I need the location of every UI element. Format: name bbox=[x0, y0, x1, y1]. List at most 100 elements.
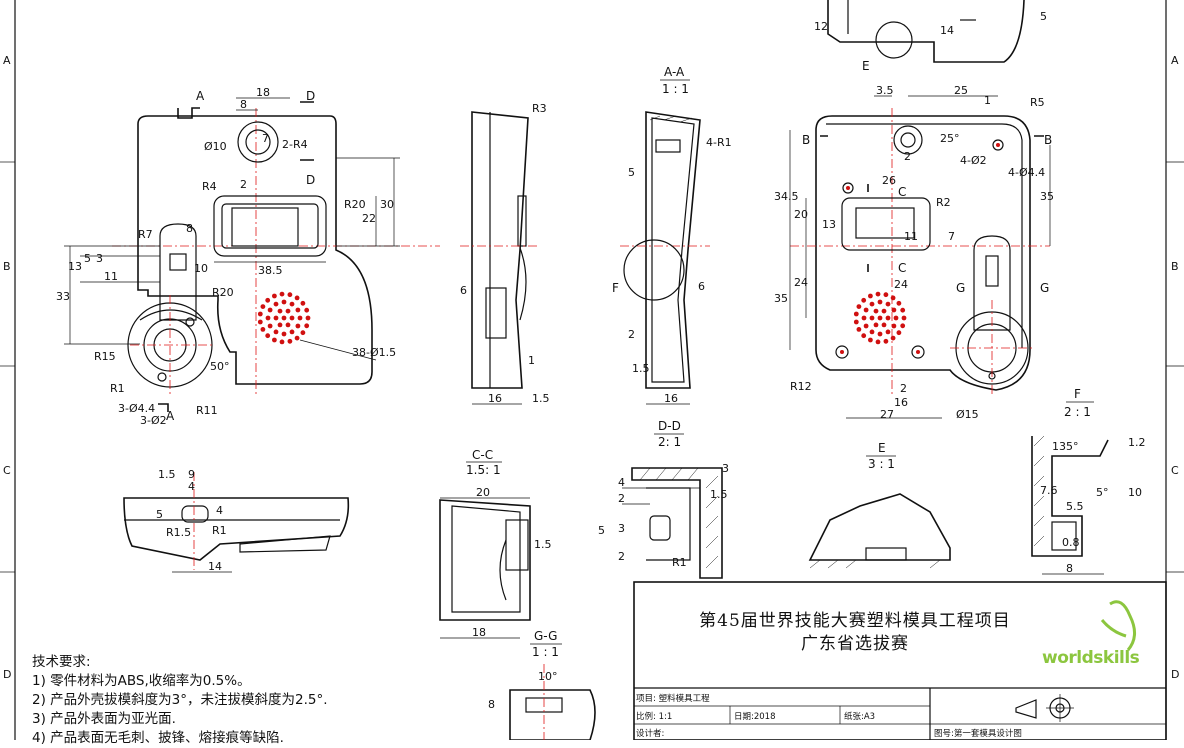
speaker-hole bbox=[273, 315, 279, 321]
view-scale: 3 : 1 bbox=[868, 457, 895, 471]
designer-cell: 设计者: bbox=[636, 729, 665, 739]
dim-label: 3-Ø4.4 bbox=[118, 402, 155, 415]
dim-label: 1 bbox=[984, 94, 991, 107]
speaker-hole bbox=[873, 308, 879, 314]
dim-label: 1.5 bbox=[632, 362, 650, 375]
note-item: 3) 产品外表面为亚光面. bbox=[32, 711, 176, 727]
dim-label: 14 bbox=[940, 24, 954, 37]
dim-label: 24 bbox=[894, 278, 908, 291]
dim-label: 25 bbox=[954, 84, 968, 97]
worldskills-logo: worldskills bbox=[1042, 648, 1140, 668]
dim-label: 1.2 bbox=[1128, 436, 1146, 449]
dim-label: R5 bbox=[1030, 96, 1045, 109]
view-scale: 1.5: 1 bbox=[466, 463, 501, 477]
section-c-c: C-C 1.5: 1 20 1.5 18 bbox=[439, 448, 552, 639]
view-title: C-C bbox=[472, 448, 493, 462]
speaker-hole bbox=[877, 331, 883, 337]
view-scale: 2: 1 bbox=[658, 435, 681, 449]
speaker-hole bbox=[885, 301, 891, 307]
speaker-hole bbox=[281, 315, 287, 321]
section-mark: B bbox=[802, 133, 810, 147]
dim-label: R3 bbox=[532, 102, 547, 115]
speaker-hole bbox=[267, 323, 273, 329]
zone-label: A bbox=[1171, 54, 1179, 67]
logo-text: worldskills bbox=[1042, 648, 1140, 668]
speaker-hole bbox=[856, 327, 862, 332]
dim-label: R4 bbox=[202, 180, 217, 193]
speaker-hole bbox=[853, 311, 859, 317]
paper-cell: 纸张:A3 bbox=[844, 712, 876, 722]
dim-label: 13 bbox=[822, 218, 836, 231]
detail-f: F 2 : 1 135° 1.2 7.6 5.5 5° 10 0.8 8 bbox=[1031, 387, 1146, 575]
section-mark: C bbox=[898, 185, 906, 199]
speaker-hole bbox=[285, 322, 291, 328]
dim-label: 6 bbox=[460, 284, 467, 297]
dim-label: 16 bbox=[664, 392, 678, 405]
dim-label: R1.5 bbox=[166, 526, 191, 539]
dim-label: 5.5 bbox=[1066, 500, 1084, 513]
dim-label: 18 bbox=[256, 86, 270, 99]
speaker-hole bbox=[869, 301, 875, 307]
title-line-2: 广东省选拔赛 bbox=[801, 634, 909, 654]
dim-label: 2 bbox=[904, 150, 911, 163]
dim-label: 3-Ø2 bbox=[140, 414, 167, 427]
zone-label: C bbox=[1171, 464, 1179, 477]
speaker-hole bbox=[265, 333, 271, 339]
dim-label: 22 bbox=[362, 212, 376, 225]
section-mark: A bbox=[166, 409, 175, 423]
dim-label: 8 bbox=[186, 222, 193, 235]
dim-label: 27 bbox=[880, 408, 894, 421]
dim-label: R20 bbox=[344, 198, 366, 211]
view-title: F bbox=[1074, 387, 1081, 401]
detail-mark: E bbox=[862, 59, 870, 73]
speaker-hole bbox=[272, 337, 277, 343]
dim-label: 25° bbox=[940, 132, 960, 145]
dim-label: 35 bbox=[774, 292, 788, 305]
speaker-holes bbox=[257, 291, 311, 345]
section-mark: B bbox=[1044, 133, 1052, 147]
dim-label: R1 bbox=[672, 556, 687, 569]
speaker-hole bbox=[885, 329, 891, 335]
view-scale: 1 : 1 bbox=[662, 82, 689, 96]
zone-label: D bbox=[3, 668, 11, 681]
dim-label: 10 bbox=[1128, 486, 1142, 499]
speaker-hole bbox=[881, 308, 887, 314]
speaker-hole bbox=[883, 292, 889, 298]
section-mark: D bbox=[306, 173, 315, 187]
speaker-hole bbox=[285, 308, 291, 314]
speaker-hole bbox=[289, 315, 295, 321]
speaker-hole bbox=[295, 307, 301, 313]
dim-label: 4 bbox=[188, 480, 195, 493]
dim-label: 4 bbox=[216, 504, 223, 517]
top-right-view: E 12 14 5 bbox=[814, 0, 1047, 73]
bottom-view: 1.5 9 4 5 R1.5 R1 4 14 bbox=[123, 468, 350, 573]
dim-label: 18 bbox=[472, 626, 486, 639]
speaker-hole bbox=[281, 299, 287, 305]
speaker-hole bbox=[869, 329, 875, 335]
dim-label: 3 bbox=[722, 462, 729, 475]
view-title: A-A bbox=[664, 65, 685, 79]
speaker-hole bbox=[863, 323, 869, 329]
dim-label: 13 bbox=[68, 260, 82, 273]
notes-heading: 技术要求: bbox=[32, 654, 91, 670]
dim-label: 24 bbox=[794, 276, 808, 289]
speaker-hole bbox=[265, 297, 271, 303]
dim-label: R15 bbox=[94, 350, 116, 363]
speaker-hole bbox=[901, 315, 907, 321]
dim-label: 8 bbox=[1066, 562, 1073, 575]
section-mark: G bbox=[1040, 281, 1049, 295]
view-title: D-D bbox=[658, 419, 681, 433]
dim-label: 26 bbox=[882, 174, 896, 187]
dim-label: 4 bbox=[618, 476, 625, 489]
dim-label: 135° bbox=[1052, 440, 1079, 453]
speaker-hole bbox=[875, 291, 881, 297]
speaker-hole bbox=[257, 319, 263, 325]
dim-label: 16 bbox=[488, 392, 502, 405]
title-block-frame bbox=[633, 581, 1167, 740]
dim-label: 9 bbox=[188, 468, 195, 481]
speaker-hole bbox=[877, 315, 883, 321]
dim-label: 20 bbox=[476, 486, 490, 499]
view-title: E bbox=[878, 441, 886, 455]
dim-label: 11 bbox=[904, 230, 918, 243]
